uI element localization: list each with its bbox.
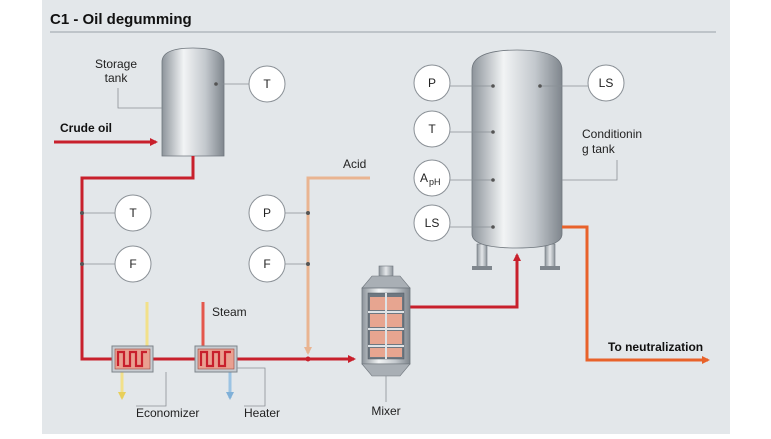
- line-f-tap: [80, 262, 84, 266]
- mixer: [361, 265, 411, 377]
- line-t-tap: [80, 211, 84, 215]
- storage-t-tap: [214, 82, 218, 86]
- cond-ls-low-tap: [491, 225, 495, 229]
- conditioning-tank-label-1: Conditionin: [582, 127, 642, 141]
- economizer: [111, 345, 154, 373]
- outlet-line-to-neutralization: [562, 225, 710, 364]
- instrument-cond-a-sub: pH: [429, 177, 441, 187]
- economizer-label: Economizer: [136, 406, 199, 420]
- acid-line: [304, 176, 370, 355]
- acid-f-tap: [306, 262, 310, 266]
- instrument-line-f-label: F: [129, 257, 136, 271]
- crude-oil-label: Crude oil: [60, 121, 112, 135]
- cond-ls-high-tap: [538, 84, 542, 88]
- heater-leader: [237, 367, 266, 407]
- conditioning-tank-label-2: g tank: [582, 142, 616, 156]
- acid-p-tap: [306, 211, 310, 215]
- instrument-storage-t: [248, 65, 286, 103]
- mixer-label: Mixer: [371, 404, 400, 418]
- cond-t-tap: [491, 130, 495, 134]
- instrument-acid-p: [248, 194, 286, 232]
- instrument-storage-t-label: T: [263, 77, 271, 91]
- instrument-cond-p: [413, 64, 451, 102]
- cond-p-tap: [491, 84, 495, 88]
- instrument-line-t: [114, 194, 152, 232]
- instrument-line-f: [114, 245, 152, 283]
- process-line-to-conditioning-tank: [410, 253, 521, 309]
- instrument-cond-ls-low: [413, 204, 451, 242]
- conditioning-tank-leader: [562, 160, 618, 181]
- conditioning-tank: [471, 49, 563, 270]
- cond-a-tap: [491, 178, 495, 182]
- diagram-title: C1 - Oil degumming: [50, 11, 192, 28]
- instrument-cond-ls-high-label: LS: [599, 76, 614, 90]
- heater: [194, 345, 238, 373]
- instrument-cond-a-label: A: [420, 171, 428, 185]
- to-neutralization-label: To neutralization: [608, 340, 703, 354]
- instrument-cond-t: [413, 110, 451, 148]
- instrument-line-t-label: T: [129, 206, 137, 220]
- heater-label: Heater: [244, 406, 280, 420]
- instrument-acid-f: [248, 245, 286, 283]
- instrument-cond-ls-low-label: LS: [425, 216, 440, 230]
- instrument-cond-ls-high: [587, 64, 625, 102]
- storage-tank: [161, 47, 225, 157]
- storage-tank-label-2: tank: [105, 71, 129, 85]
- instrument-acid-p-label: P: [263, 206, 271, 220]
- instrument-acid-f-label: F: [263, 257, 270, 271]
- instrument-cond-a: [413, 159, 451, 197]
- acid-junction: [305, 356, 311, 362]
- storage-tank-label-1: Storage: [95, 57, 137, 71]
- instrument-cond-t-label: T: [428, 122, 436, 136]
- acid-label: Acid: [343, 157, 366, 171]
- process-line-to-economizer: [80, 156, 195, 361]
- steam-label: Steam: [212, 305, 247, 319]
- economizer-leader: [136, 372, 167, 407]
- storage-tank-leader: [117, 88, 162, 109]
- instrument-cond-p-label: P: [428, 76, 436, 90]
